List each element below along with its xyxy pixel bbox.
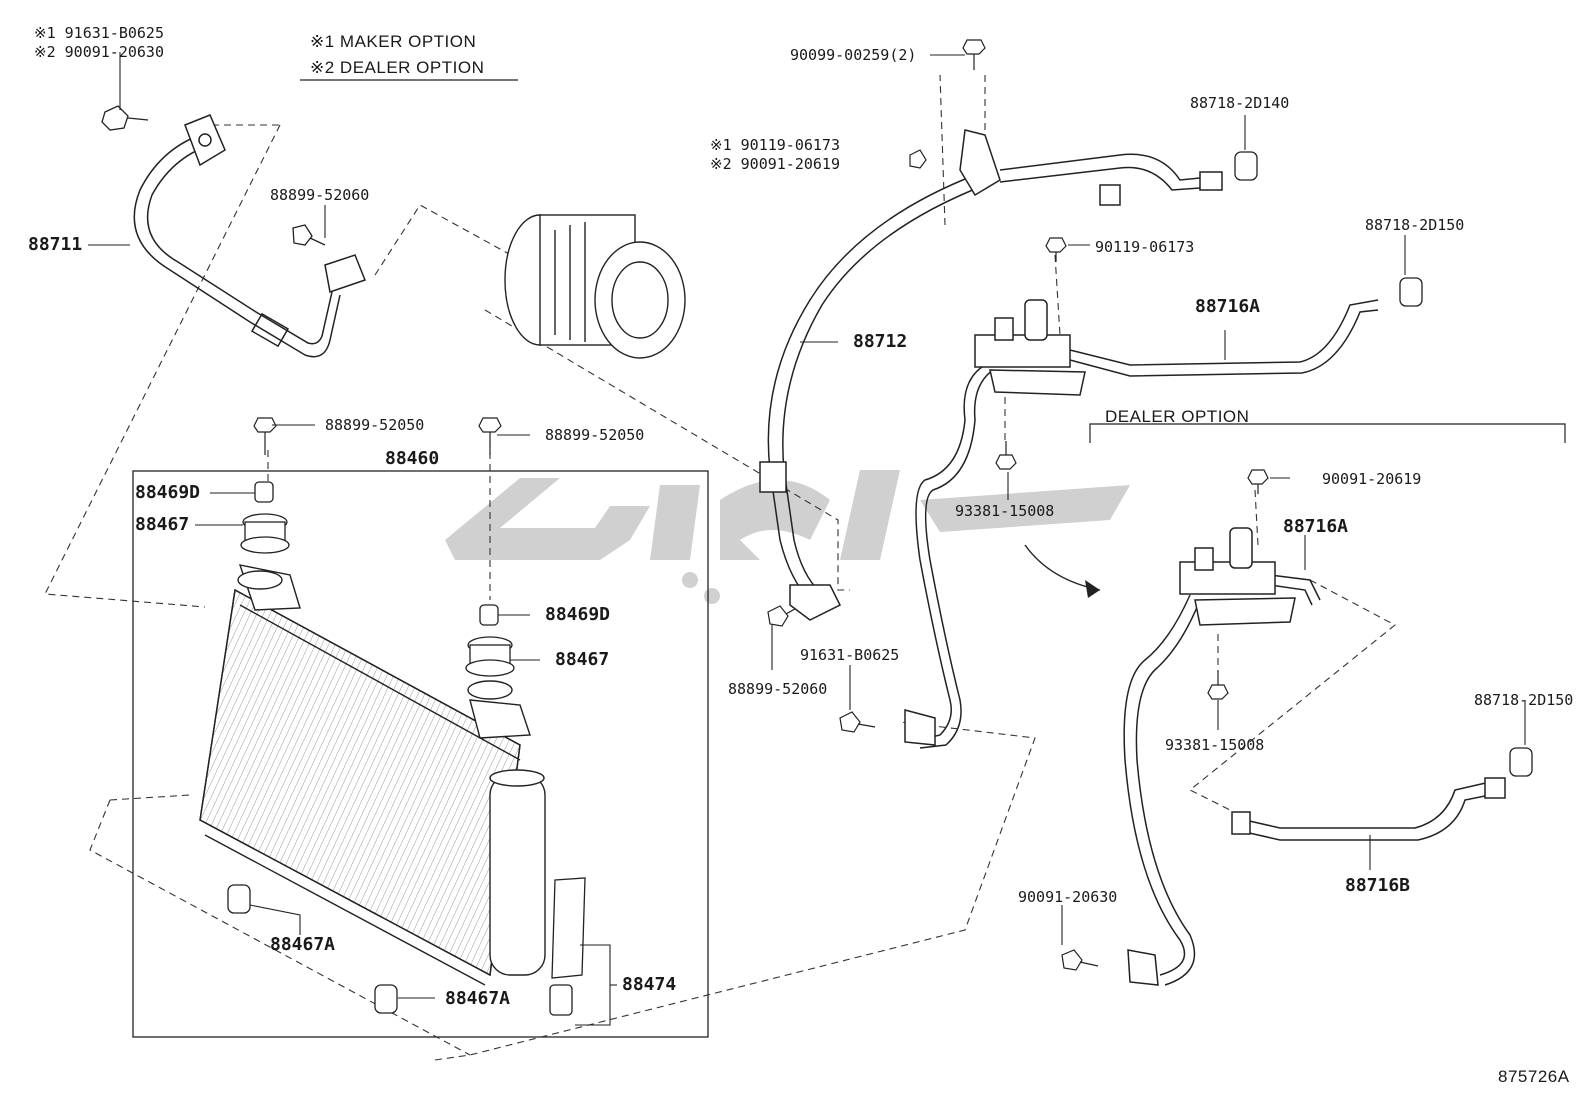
part-label-91631-B0625: 91631-B0625: [800, 646, 900, 664]
part-label-88899-52050-a: 88899-52050: [325, 416, 425, 434]
screw-icon: [253, 39, 1269, 971]
part-label-88899-52060-b: 88899-52060: [728, 680, 828, 698]
diagram-code: 875726A: [1498, 1067, 1570, 1086]
part-label-88899-52050-b: 88899-52050: [545, 426, 645, 444]
part-label-88718-2D150-a: 88718-2D150: [1365, 216, 1465, 234]
condenser-assembly-box: [132, 470, 709, 1038]
condenser: [199, 564, 546, 986]
part-label-88716B: 88716B: [1345, 875, 1411, 896]
compressor: [504, 214, 686, 359]
part-label-88474: 88474: [622, 974, 677, 995]
part-label-88467A-b: 88467A: [445, 988, 511, 1009]
arrow-head-icon: [1085, 580, 1100, 598]
watermark-logo: [445, 470, 1130, 604]
part-label-88712: 88712: [853, 331, 908, 352]
part-label-88716A-b: 88716A: [1283, 516, 1349, 537]
dealer-option-bracket: [1089, 423, 1566, 443]
part-label-88716A-a: 88716A: [1195, 296, 1261, 317]
hose-88711: [133, 114, 366, 358]
part-label-88899-52060-a: 88899-52060: [270, 186, 370, 204]
part-label-opt1-mid: ※1 90119-06173: [710, 136, 840, 154]
part-label-90119-06173: 90119-06173: [1095, 238, 1195, 256]
part-label-88467-b: 88467: [555, 649, 610, 670]
part-label-90091-20619: 90091-20619: [1322, 470, 1422, 488]
part-label-88718-2D140: 88718-2D140: [1190, 94, 1290, 112]
dealer-option-header: DEALER OPTION: [1105, 407, 1250, 426]
part-label-opt2-left: ※2 90091-20630: [34, 43, 164, 61]
part-label-90099-00259: 90099-00259(2): [790, 46, 917, 64]
part-label-opt1-left: ※1 91631-B0625: [34, 24, 164, 42]
part-label-93381-15008-b: 93381-15008: [1165, 736, 1265, 754]
dealer-option-note: ※2 DEALER OPTION: [310, 58, 485, 77]
dashed-leaders: [44, 74, 1396, 1061]
maker-option-note: ※1 MAKER OPTION: [310, 32, 477, 51]
part-label-88467A-a: 88467A: [270, 934, 336, 955]
part-label-88711: 88711: [28, 234, 83, 255]
part-label-88469D-b: 88469D: [545, 604, 611, 625]
pipe-88716A-dealer: [1123, 527, 1321, 986]
bolt-icon: [101, 105, 326, 246]
part-label-88718-2D150-b: 88718-2D150: [1474, 691, 1574, 709]
pipe-88716B: [1231, 777, 1506, 841]
part-label-88469D-a: 88469D: [135, 482, 201, 503]
part-label-90091-20630: 90091-20630: [1018, 888, 1118, 906]
pipe-88716A-upper: [904, 299, 1379, 749]
part-label-93381-15008-a: 93381-15008: [955, 502, 1055, 520]
rubber-cushion: [227, 481, 586, 1016]
part-label-opt2-mid: ※2 90091-20619: [710, 155, 840, 173]
hose-88712: [759, 129, 1223, 621]
cap-icon: [1234, 151, 1533, 777]
leader-lines: [88, 52, 1526, 1026]
part-label-88460: 88460: [385, 448, 440, 469]
part-label-88467-a: 88467: [135, 514, 190, 535]
